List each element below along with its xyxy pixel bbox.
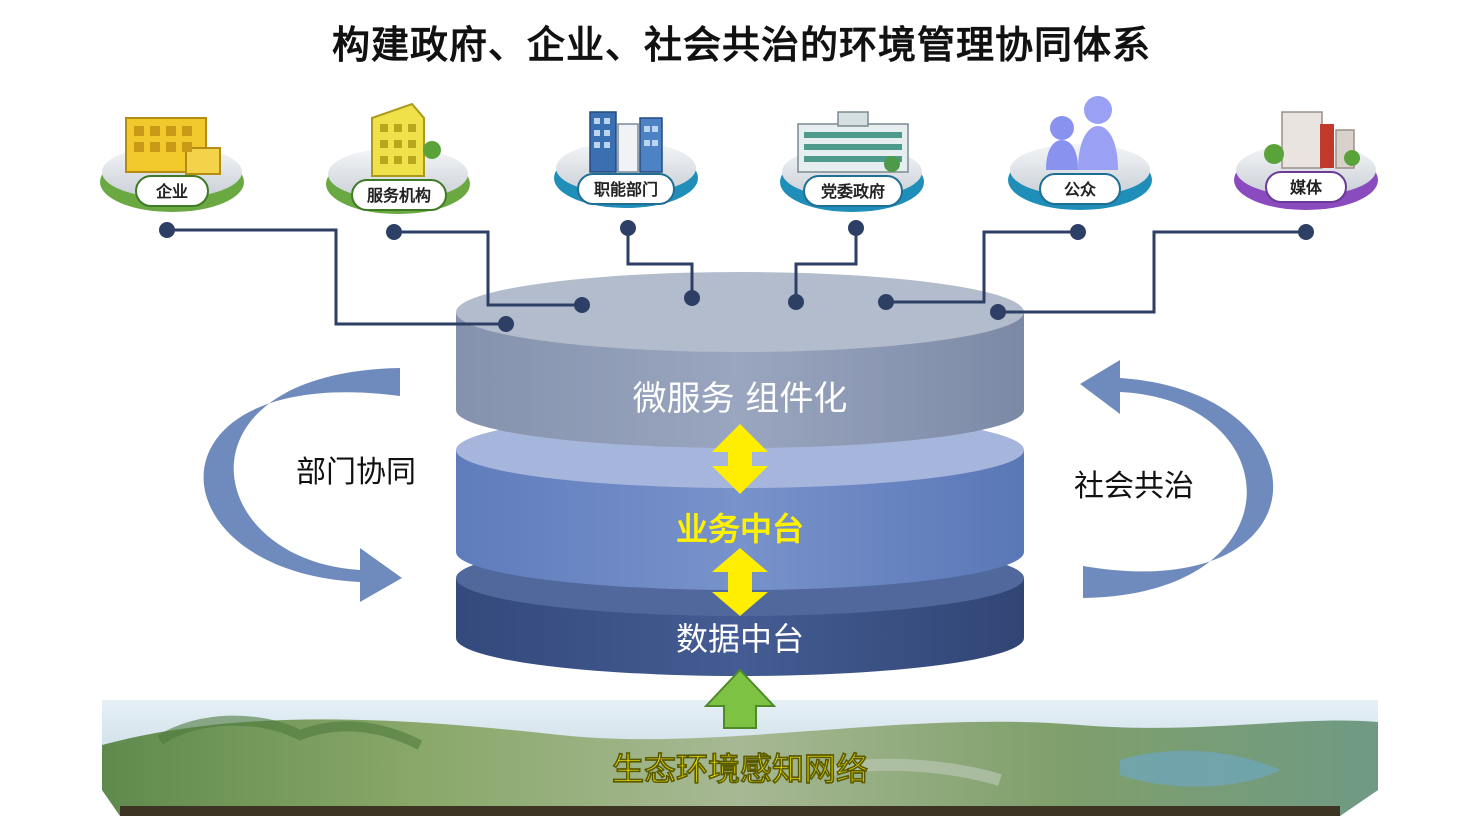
actor-label-service-agency: 服务机构 — [367, 186, 431, 205]
skyscraper-icon — [589, 111, 663, 173]
actor-label-enterprise: 企业 — [155, 182, 188, 201]
yellow-building-icon — [371, 102, 441, 177]
actor-nodes: 企业 服务机构 — [100, 96, 1378, 214]
right-governance-arrow — [1080, 360, 1274, 598]
office-building-icon — [125, 117, 221, 175]
actor-label-functional-departments: 职能部门 — [594, 180, 658, 199]
sensing-network-label: 生态环境感知网络 — [612, 750, 868, 788]
data-platform-label: 数据中台 — [676, 620, 804, 658]
social-governance-label: 社会共治 — [1074, 469, 1194, 504]
actor-media: 媒体 — [1234, 111, 1378, 210]
actor-service-agency: 服务机构 — [326, 102, 470, 214]
yellow-double-arrow-lower — [712, 548, 768, 616]
actor-enterprise: 企业 — [100, 117, 244, 212]
page-title: 构建政府、企业、社会共治的环境管理协同体系 — [331, 23, 1151, 67]
actor-functional-departments: 职能部门 — [554, 111, 698, 208]
department-collaboration-label: 部门协同 — [296, 455, 416, 490]
microservice-layer-label: 微服务 组件化 — [633, 379, 848, 419]
people-icon — [1046, 96, 1118, 170]
business-platform-label: 业务中台 — [676, 510, 804, 548]
government-building-icon — [797, 111, 909, 173]
yellow-double-arrow-upper — [712, 424, 768, 494]
actor-public: 公众 — [1008, 96, 1152, 210]
connector-dots — [159, 220, 1314, 332]
connector-lines — [167, 228, 1306, 326]
left-collaboration-arrow — [203, 368, 402, 602]
actor-party-government: 党委政府 — [780, 111, 924, 212]
actor-label-party-government: 党委政府 — [821, 182, 885, 201]
green-up-arrow — [703, 668, 777, 729]
media-building-icon — [1264, 111, 1360, 169]
actor-label-media: 媒体 — [1290, 178, 1323, 197]
actor-label-public: 公众 — [1064, 180, 1097, 199]
microservice-layer — [456, 272, 1024, 448]
ecological-sensing-network-base — [102, 700, 1378, 816]
